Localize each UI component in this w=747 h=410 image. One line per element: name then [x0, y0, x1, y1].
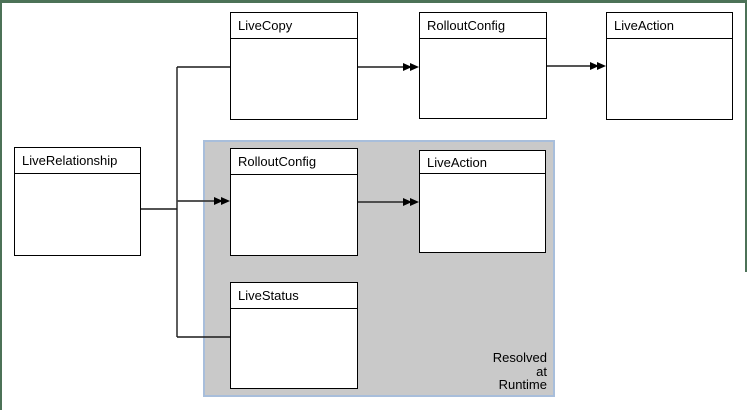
node-liveaction-top: LiveAction — [606, 12, 733, 120]
frame-top-edge — [0, 0, 747, 3]
frame-left-edge — [0, 0, 2, 410]
arrow-rolloutconfig-to-liveaction-top — [547, 62, 606, 70]
node-liveaction-runtime-title: LiveAction — [420, 151, 545, 174]
node-rolloutconfig-runtime: RolloutConfig — [230, 148, 358, 256]
node-liveaction-runtime: LiveAction — [419, 150, 546, 253]
node-rolloutconfig-top: RolloutConfig — [419, 12, 547, 119]
node-livecopy: LiveCopy — [230, 12, 358, 120]
runtime-region-caption: Resolved at Runtime — [492, 350, 547, 392]
node-rolloutconfig-top-title: RolloutConfig — [420, 13, 546, 39]
node-livestatus-title: LiveStatus — [231, 283, 357, 309]
node-livecopy-title: LiveCopy — [231, 13, 357, 39]
arrow-trunk-to-rolloutconfig-runtime — [177, 197, 230, 205]
node-rolloutconfig-runtime-title: RolloutConfig — [231, 149, 357, 175]
node-livestatus: LiveStatus — [230, 282, 358, 389]
node-liveaction-top-title: LiveAction — [607, 13, 732, 39]
node-liverelationship: LiveRelationship — [14, 147, 141, 256]
node-liverelationship-title: LiveRelationship — [15, 148, 140, 174]
arrow-rolloutconfig-to-liveaction-runtime — [358, 198, 419, 206]
frame-right-edge — [745, 0, 747, 272]
arrow-livecopy-to-rolloutconfig — [358, 63, 419, 71]
